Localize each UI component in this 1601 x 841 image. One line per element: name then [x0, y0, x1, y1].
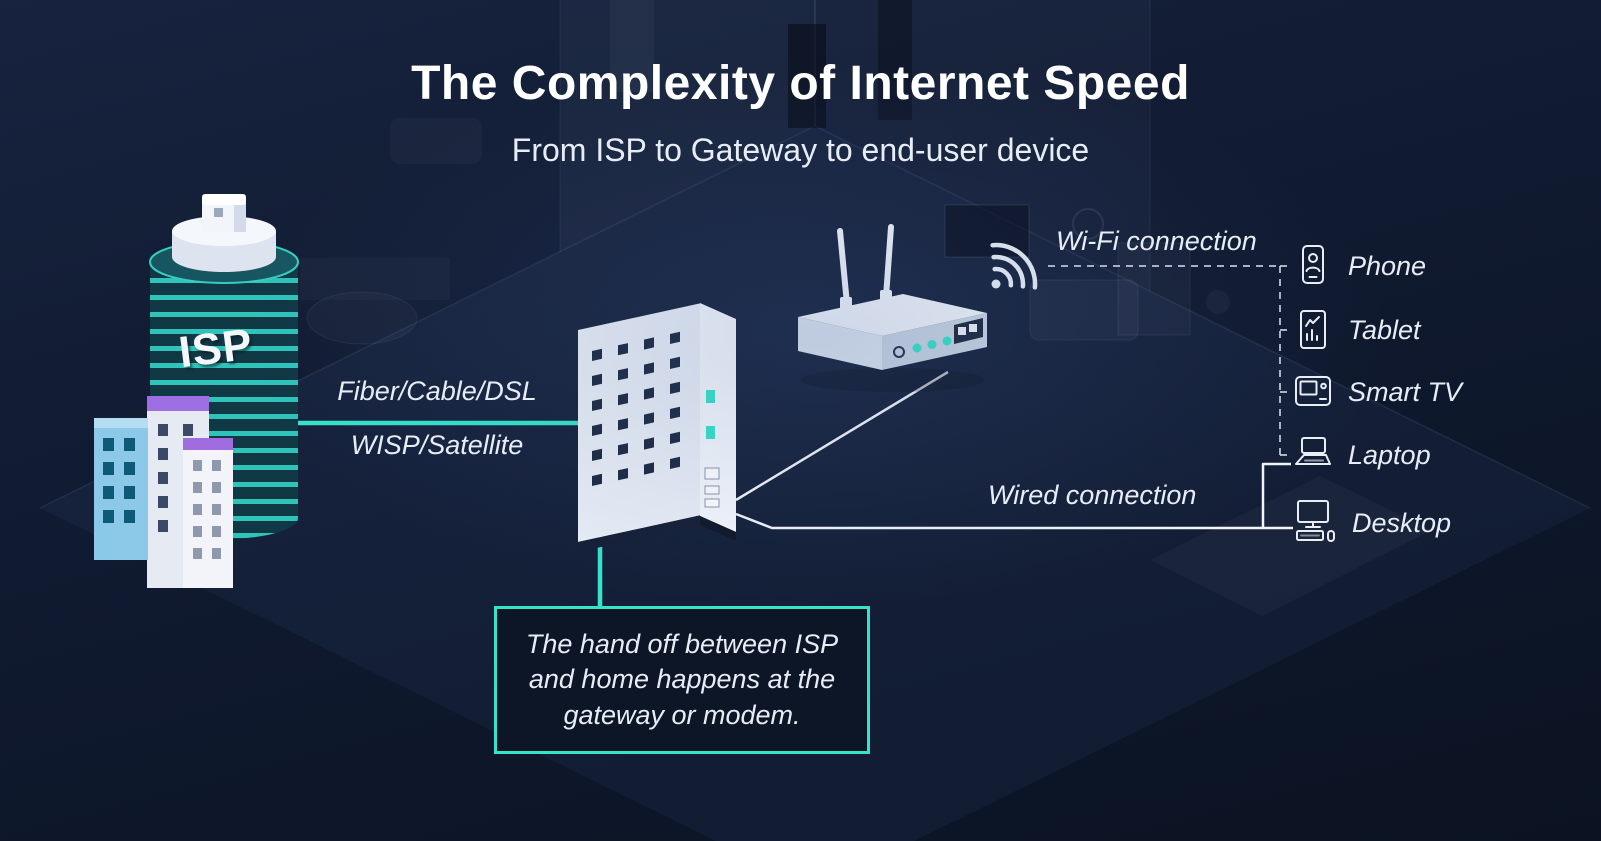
- wired-line: [735, 462, 1293, 530]
- wifi-router: [798, 224, 987, 392]
- callout-box: The hand off between ISP and home happen…: [494, 606, 870, 754]
- smart-tv-icon: [1295, 376, 1331, 406]
- wifi-signal-icon: [990, 242, 1038, 290]
- device-label-smart-tv: Smart TV: [1348, 376, 1463, 407]
- laptop-icon: [1295, 437, 1331, 465]
- desktop-icon: [1296, 500, 1335, 542]
- phone-icon: [1302, 245, 1324, 284]
- device-label-tablet: Tablet: [1348, 314, 1421, 345]
- wifi-dashed-line: [1048, 265, 1292, 457]
- device-row-tablet: Tablet: [1292, 307, 1421, 353]
- tablet-icon: [1300, 310, 1326, 349]
- floorplan-background: [39, 0, 1591, 841]
- modem-router-line: [735, 370, 949, 502]
- device-label-laptop: Laptop: [1348, 439, 1431, 470]
- page-title: The Complexity of Internet Speed: [411, 57, 1190, 110]
- wired-connection-label: Wired connection: [988, 480, 1197, 510]
- page-subtitle: From ISP to Gateway to end-user device: [511, 132, 1090, 168]
- callout-text: The hand off between ISP and home happen…: [525, 628, 839, 730]
- device-label-phone: Phone: [1348, 250, 1427, 281]
- wisp-line-label: WISP/Satellite: [350, 430, 524, 460]
- device-row-laptop: Laptop: [1292, 432, 1431, 478]
- device-label-desktop: Desktop: [1352, 507, 1452, 538]
- device-row-desktop: Desktop: [1292, 500, 1451, 546]
- fiber-line-label: Fiber/Cable/DSL: [337, 376, 537, 406]
- device-row-smart-tv: Smart TV: [1292, 369, 1462, 415]
- modem-gateway: [578, 303, 736, 552]
- wifi-connection-label: Wi-Fi connection: [1056, 226, 1257, 256]
- office-buildings: [94, 396, 233, 588]
- device-row-phone: Phone: [1292, 243, 1426, 289]
